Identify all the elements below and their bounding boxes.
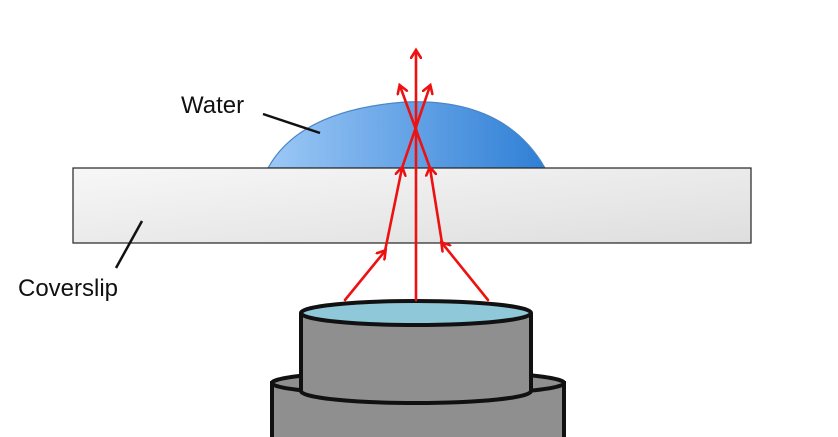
right-ray-upper [400, 86, 432, 170]
left-ray-lower [343, 251, 385, 302]
left-ray-middle [383, 168, 402, 253]
coverslip-label: Coverslip [18, 275, 118, 302]
right-ray-middle [430, 168, 444, 245]
right-ray-lower [442, 243, 490, 302]
coverslip-leader-line [114, 220, 144, 269]
objective-body [299, 313, 533, 405]
coverslip-slab [72, 167, 752, 244]
light-rays [343, 51, 490, 302]
water-leader-line [262, 112, 321, 135]
water-label: Water [181, 92, 244, 119]
objective-lens [299, 299, 533, 327]
